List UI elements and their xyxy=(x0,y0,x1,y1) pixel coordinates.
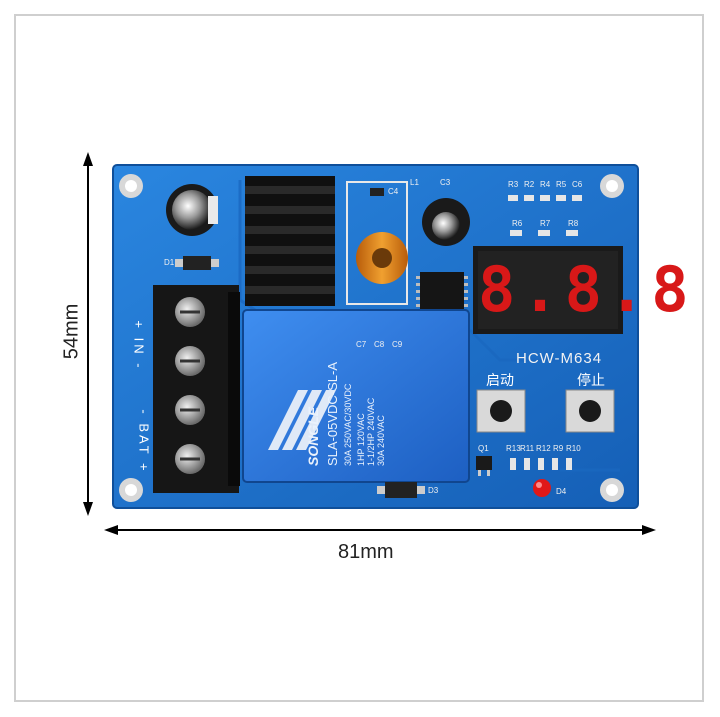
label-d3: D3 xyxy=(428,486,439,495)
label-r6: R6 xyxy=(512,219,523,228)
label-r11: R11 xyxy=(520,444,535,453)
start-button-label: 启动 xyxy=(486,373,514,389)
board-model-label: HCW-M634 xyxy=(516,350,603,367)
label-d4: D4 xyxy=(556,487,567,496)
relay xyxy=(242,309,470,483)
seven-segment-digits: 8.8.8 xyxy=(478,253,695,326)
electrolytic-capacitor-large xyxy=(166,184,218,236)
terminal-in-label: + IN - xyxy=(131,320,147,371)
electrolytic-capacitor-c3 xyxy=(422,198,470,246)
led-d4 xyxy=(533,479,551,497)
label-r10: R10 xyxy=(566,444,581,453)
smd-resistors-top xyxy=(508,195,582,236)
seven-segment-display xyxy=(473,246,623,334)
label-r4: R4 xyxy=(540,180,551,189)
relay-model: SLA-05VDC-SL-A xyxy=(325,361,340,466)
label-c3: C3 xyxy=(440,178,451,187)
label-c6: C6 xyxy=(572,180,583,189)
stop-button-label: 停止 xyxy=(577,373,605,389)
label-r7: R7 xyxy=(540,219,551,228)
label-r9: R9 xyxy=(553,444,564,453)
image-frame xyxy=(14,14,704,702)
screw-terminal-block xyxy=(153,285,240,493)
heatsink xyxy=(245,176,335,306)
label-l1: L1 xyxy=(410,178,419,187)
label-c9: C9 xyxy=(392,340,403,349)
transistor-q1 xyxy=(476,456,492,476)
relay-rating-3: 1-1/2HP 240VAC xyxy=(366,397,376,466)
smd-resistors-bottom xyxy=(510,458,572,470)
songle-logo xyxy=(268,390,336,450)
label-c8: C8 xyxy=(374,340,385,349)
relay-rating-1: 30A 250VAC/30VDC xyxy=(343,383,353,466)
relay-rating-2: 1HP 120VAC xyxy=(356,413,366,466)
label-r2: R2 xyxy=(524,180,535,189)
width-dimension-arrow xyxy=(104,525,656,535)
relay-print: SONGLE SLA-05VDC-SL-A 30A 250VAC/30VDC 1… xyxy=(305,336,435,466)
label-q1: Q1 xyxy=(478,444,489,453)
diode-d1 xyxy=(175,256,219,270)
label-r8: R8 xyxy=(568,219,579,228)
label-r3: R3 xyxy=(508,180,519,189)
relay-brand: SONGLE xyxy=(305,406,321,466)
label-r13: R13 xyxy=(506,444,521,453)
mounting-holes xyxy=(119,174,624,502)
label-c7: C7 xyxy=(356,340,367,349)
height-dimension-arrow xyxy=(83,152,93,516)
tactile-button-start[interactable] xyxy=(476,389,526,433)
label-c4: C4 xyxy=(388,187,399,196)
height-dimension-label: 54mm xyxy=(60,303,83,360)
label-r5: R5 xyxy=(556,180,567,189)
ic-chip xyxy=(416,272,468,314)
label-d1: D1 xyxy=(164,258,175,267)
tactile-button-stop[interactable] xyxy=(565,389,615,433)
width-dimension-label: 81mm xyxy=(338,541,394,563)
diode-d3 xyxy=(377,482,425,498)
terminal-bat-label: - BAT + xyxy=(136,409,152,474)
label-r12: R12 xyxy=(536,444,551,453)
relay-rating-4: 30A 240VAC xyxy=(376,415,386,466)
inductor-l1 xyxy=(346,181,408,305)
